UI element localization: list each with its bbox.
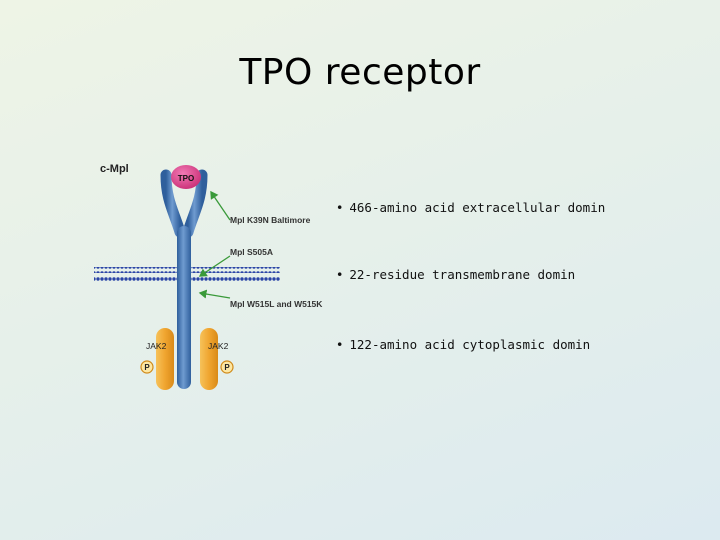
slide-title: TPO receptor bbox=[239, 52, 481, 93]
receptor-right-arm bbox=[182, 169, 208, 238]
mutation-label-w515: Mpl W515L and W515K bbox=[230, 299, 323, 309]
mutation-arrow-w515 bbox=[198, 289, 231, 299]
mutation-label-s505a: Mpl S505A bbox=[230, 247, 273, 257]
phosphate-left bbox=[140, 360, 154, 374]
bullet-cytoplasmic: 122-amino acid cytoplasmic domin bbox=[336, 337, 590, 352]
receptor-stem bbox=[177, 226, 191, 389]
mutation-arrow-k39n bbox=[210, 190, 231, 221]
jak2-right bbox=[200, 328, 218, 390]
receptor-diagram: c-Mpl TPO JAK2 JAK2 P P Mpl K39N Baltimo… bbox=[80, 150, 350, 404]
receptor-left-arm bbox=[160, 169, 186, 238]
jak2-left bbox=[156, 328, 174, 390]
mutation-label-k39n: Mpl K39N Baltimore bbox=[230, 215, 311, 225]
bullet-extracellular: 466-amino acid extracellular domin bbox=[336, 200, 605, 215]
jak2-left-label: JAK2 bbox=[146, 341, 167, 351]
receptor-diagram-svg: c-Mpl TPO JAK2 JAK2 P P Mpl K39N Baltimo… bbox=[94, 163, 323, 390]
phosphate-right-label: P bbox=[224, 363, 230, 372]
phosphate-left-label: P bbox=[144, 363, 150, 372]
tpo-ligand bbox=[171, 165, 201, 189]
jak2-right-label: JAK2 bbox=[208, 341, 229, 351]
phosphate-right bbox=[220, 360, 234, 374]
receptor-label: c-Mpl bbox=[100, 163, 129, 175]
mutation-arrow-s505a bbox=[198, 255, 231, 277]
tpo-ligand-label: TPO bbox=[178, 174, 194, 183]
bullet-transmembrane: 22-residue transmembrane domin bbox=[336, 267, 575, 282]
